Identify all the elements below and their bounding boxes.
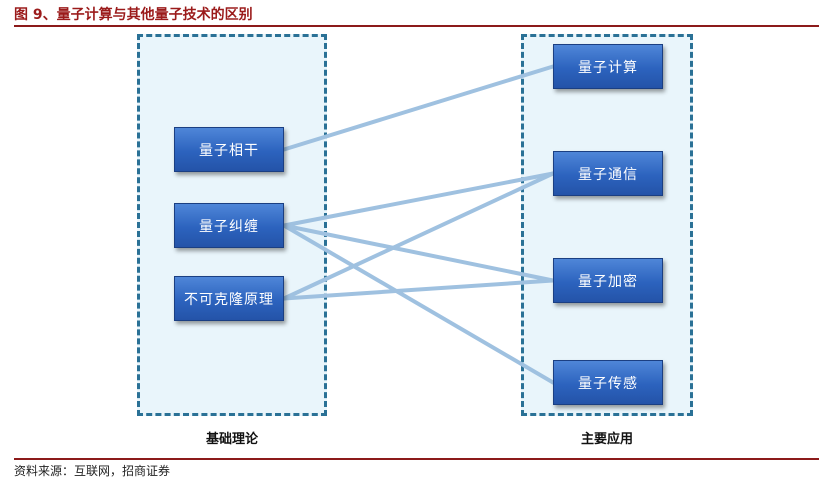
node-quantum-computing: 量子计算 bbox=[553, 44, 663, 89]
node-no-cloning-theorem: 不可克隆原理 bbox=[174, 276, 284, 321]
source-note: 资料来源：互联网，招商证券 bbox=[14, 464, 171, 478]
node-quantum-entanglement: 量子纠缠 bbox=[174, 203, 284, 248]
link-line-0 bbox=[282, 64, 555, 152]
main-applications-group bbox=[521, 34, 693, 416]
main-applications-label: 主要应用 bbox=[580, 432, 633, 447]
link-line-5 bbox=[282, 278, 555, 301]
basic-theory-label: 基础理论 bbox=[205, 432, 258, 447]
link-line-4 bbox=[282, 171, 555, 301]
node-quantum-communication: 量子通信 bbox=[553, 151, 663, 196]
node-quantum-encryption: 量子加密 bbox=[553, 258, 663, 303]
top-rule bbox=[14, 25, 819, 27]
link-line-2 bbox=[282, 223, 555, 283]
link-line-3 bbox=[282, 223, 555, 385]
bottom-rule bbox=[14, 458, 819, 460]
figure-title: 图 9、量子计算与其他量子技术的区别 bbox=[14, 7, 253, 23]
node-quantum-sensing: 量子传感 bbox=[553, 360, 663, 405]
link-line-1 bbox=[282, 171, 555, 228]
node-quantum-coherence: 量子相干 bbox=[174, 127, 284, 172]
